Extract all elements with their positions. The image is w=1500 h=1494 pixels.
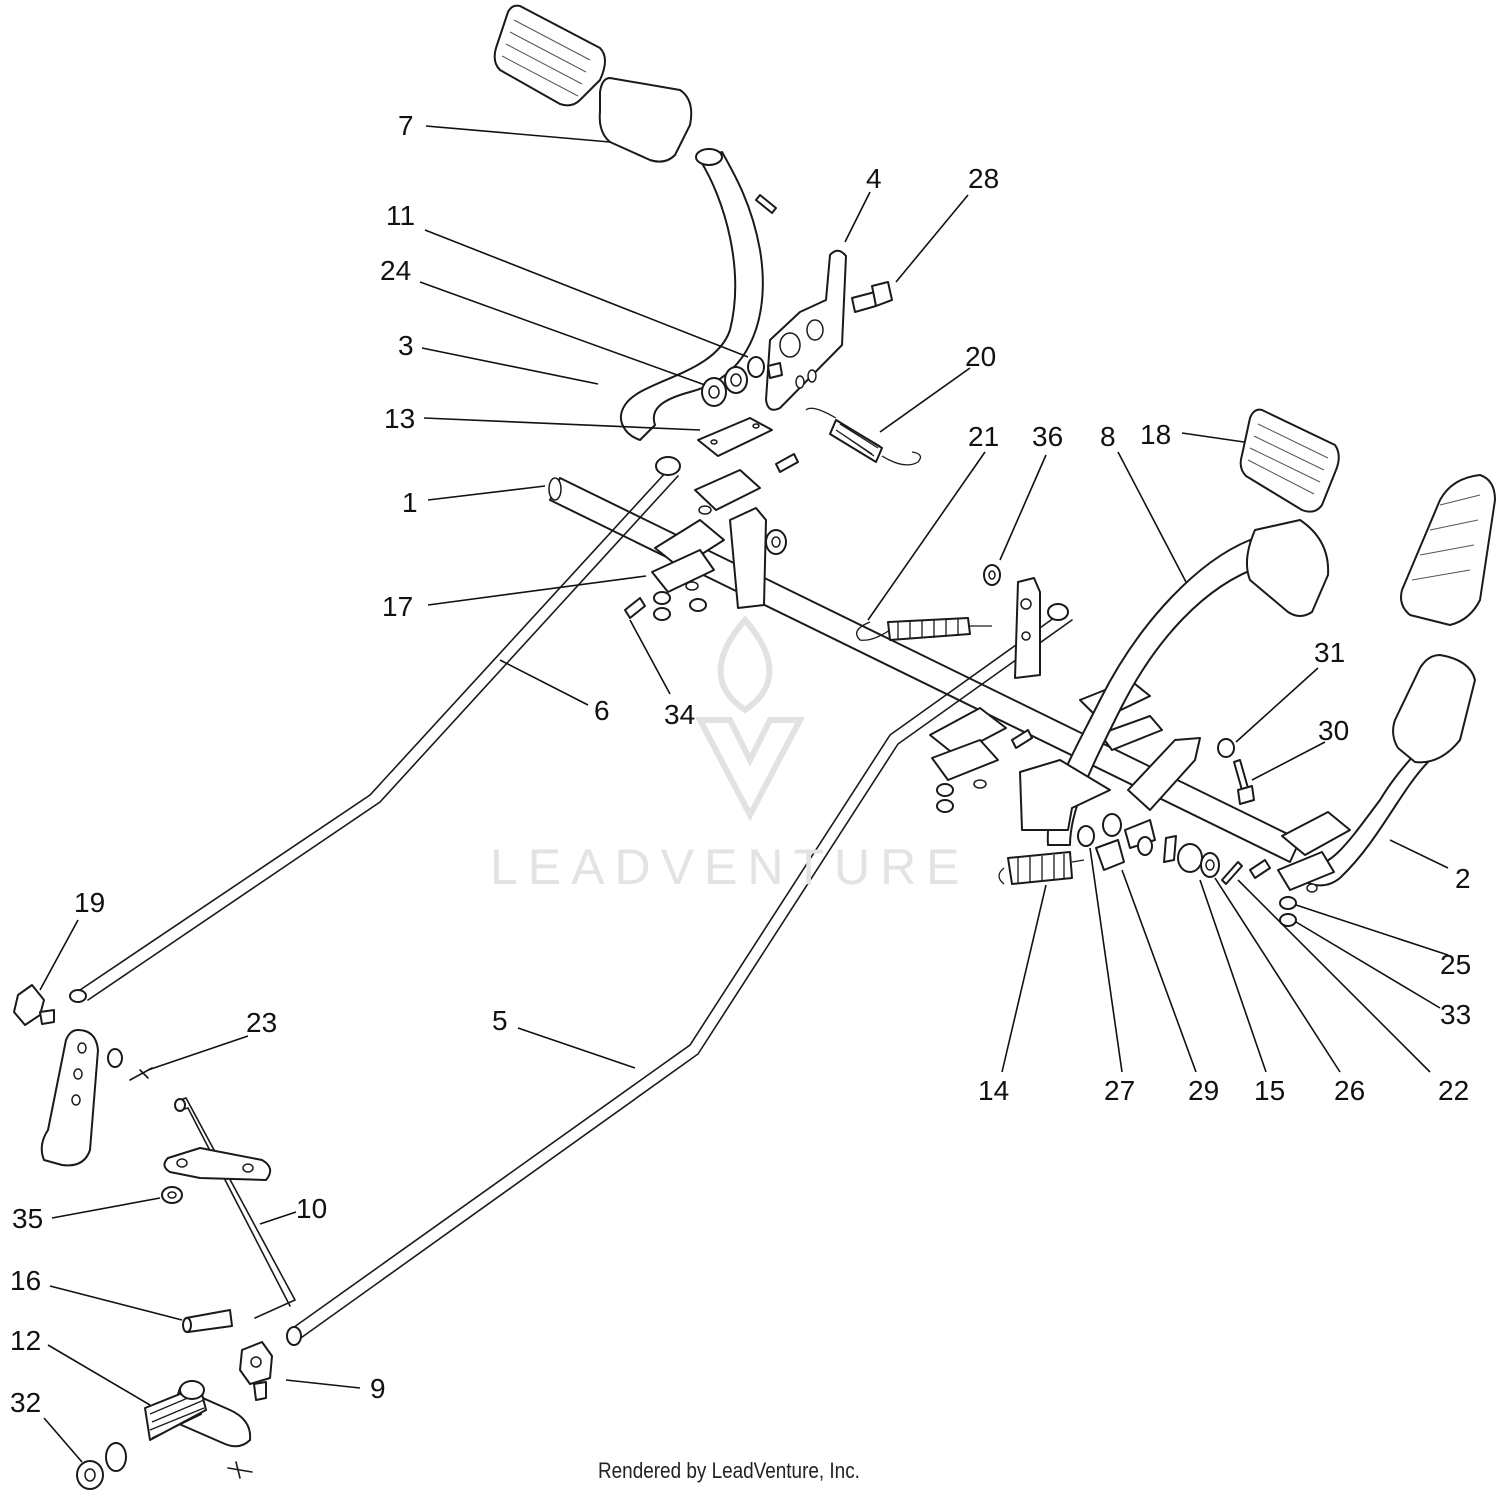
callout-5: 5 [492, 1005, 508, 1036]
part-tread-pad-top [493, 4, 606, 107]
callout-36: 36 [1032, 421, 1063, 452]
callout-30: 30 [1318, 715, 1349, 746]
callout-28: 28 [968, 163, 999, 194]
callout-25: 25 [1440, 949, 1471, 980]
callout-31: 31 [1314, 637, 1345, 668]
part-link-rod-right[interactable] [286, 609, 1073, 1346]
callout-23: 23 [246, 1007, 277, 1038]
part-compression-spring[interactable] [144, 1380, 252, 1448]
callout-labels: 7 4 28 11 24 3 20 13 21 36 8 18 1 17 6 3… [10, 110, 1471, 1418]
callout-19: 19 [74, 887, 105, 918]
part-clevis-brackets-left[interactable] [651, 469, 761, 593]
leader-lines [39, 125, 1449, 1463]
callout-21: 21 [968, 421, 999, 452]
part-pin-and-nuts[interactable] [624, 591, 707, 621]
callout-7: 7 [398, 110, 414, 141]
watermark-logo [695, 615, 805, 822]
part-extension-spring-upper[interactable] [805, 407, 922, 466]
part-rod-end[interactable] [13, 984, 55, 1026]
callout-6: 6 [594, 695, 610, 726]
part-nut-washer-bottom[interactable] [76, 1442, 127, 1490]
part-nut-bolt-right[interactable] [1217, 738, 1255, 805]
part-spacer-washers[interactable] [1077, 813, 1243, 885]
part-pedal-bracket[interactable] [765, 249, 847, 411]
callout-32: 32 [10, 1387, 41, 1418]
part-extension-spring-middle[interactable] [856, 617, 992, 641]
callout-20: 20 [965, 341, 996, 372]
callout-4: 4 [866, 163, 882, 194]
part-pin-left[interactable] [182, 1309, 233, 1333]
callout-29: 29 [1188, 1075, 1219, 1106]
part-crank-plate [163, 1147, 272, 1181]
part-pedal-pad[interactable] [598, 77, 693, 163]
callout-26: 26 [1334, 1075, 1365, 1106]
callout-13: 13 [384, 403, 415, 434]
part-tread-pad-far-right [1400, 474, 1496, 626]
part-extension-spring-lower[interactable] [998, 851, 1085, 885]
render-credit: Rendered by LeadVenture, Inc. [598, 1458, 860, 1483]
part-link-rod-left[interactable] [69, 456, 681, 1003]
callout-10: 10 [296, 1193, 327, 1224]
part-nut-left[interactable] [161, 1186, 183, 1204]
callout-27: 27 [1104, 1075, 1135, 1106]
part-shoulder-bolt[interactable] [851, 281, 893, 313]
callout-11: 11 [386, 200, 415, 231]
part-cross-shaft[interactable] [548, 477, 1301, 863]
part-second-pedal-arm[interactable] [1299, 654, 1476, 887]
part-brake-pedal-arm[interactable] [620, 148, 764, 441]
part-cotter-pin-lower [227, 1461, 253, 1479]
part-washers[interactable] [701, 356, 783, 407]
part-clevis-bracket-bottom[interactable] [239, 1341, 273, 1401]
part-lever-arm [40, 1029, 123, 1167]
part-shaft-support-left [729, 507, 787, 609]
part-roll-pin-top [755, 194, 777, 214]
callout-1: 1 [402, 487, 418, 518]
callout-17: 17 [382, 591, 413, 622]
part-shaft-support-right [1014, 577, 1069, 679]
callout-3: 3 [398, 330, 414, 361]
callout-2: 2 [1455, 863, 1471, 894]
callout-34: 34 [664, 699, 695, 730]
part-tread-pad-right[interactable] [1239, 408, 1340, 513]
callout-9: 9 [370, 1373, 386, 1404]
callout-22: 22 [1438, 1075, 1469, 1106]
part-pivot-bracket[interactable] [1019, 737, 1201, 831]
callout-16: 16 [10, 1265, 41, 1296]
part-roll-pin-mid [775, 453, 799, 473]
part-mount-plate-upper[interactable] [697, 417, 773, 457]
callout-14: 14 [978, 1075, 1009, 1106]
callout-35: 35 [12, 1203, 43, 1234]
part-e-ring[interactable] [983, 564, 1001, 586]
callout-24: 24 [380, 255, 411, 286]
part-nuts-mid [936, 729, 1033, 813]
callout-18: 18 [1140, 419, 1171, 450]
part-control-rod[interactable] [174, 1097, 297, 1319]
part-washer-nut-right[interactable] [1279, 896, 1297, 927]
watermark-text: LEADVENTURE [490, 839, 970, 895]
callout-33: 33 [1440, 999, 1471, 1030]
callout-12: 12 [10, 1325, 41, 1356]
part-mount-plate-right[interactable] [1249, 811, 1351, 893]
callout-8: 8 [1100, 421, 1116, 452]
callout-15: 15 [1254, 1075, 1285, 1106]
